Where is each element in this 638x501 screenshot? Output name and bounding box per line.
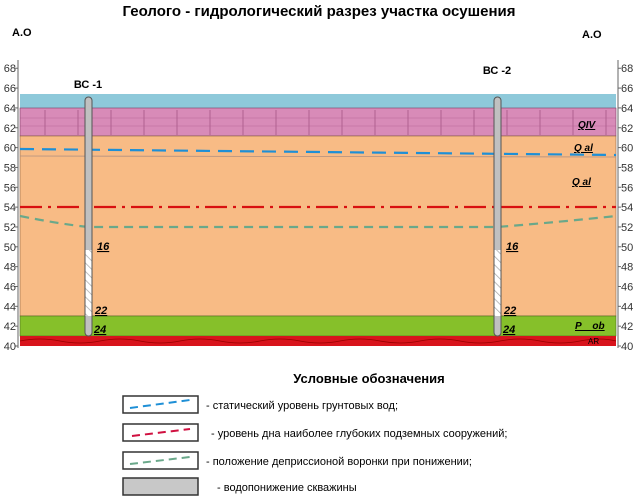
legend-label-well-drawdown: - водопонижение скважины	[217, 482, 357, 494]
static-water-level-line	[19, 147, 617, 157]
well-bc-2: ВС -2 16 22 24	[483, 65, 519, 337]
layer-qiv	[19, 107, 617, 137]
axis-tick-label: 44	[621, 301, 633, 313]
axis-tick-label: 64	[621, 103, 633, 115]
axis-tick-label: 68	[621, 63, 633, 75]
axis-tick-label: 60	[4, 143, 16, 155]
axis-tick-label: 42	[4, 321, 16, 333]
axis-tick-label: 54	[4, 202, 16, 214]
axis-tick-label: 48	[4, 262, 16, 274]
axis-tick-label: 58	[621, 162, 633, 174]
well-bc-1: ВС -1 16 22 24	[74, 79, 110, 337]
layer-ar	[20, 336, 616, 346]
axis-tick-label: 52	[621, 222, 633, 234]
axis-tick-label: 44	[4, 301, 16, 313]
legend-label-static-water: - статический уровень грунтовых вод;	[206, 400, 398, 412]
axis-tick-label: 42	[621, 321, 633, 333]
layer-label-q-al-1: Q al	[574, 143, 593, 154]
diagram-title: Геолого - гидрологический разрез участка…	[122, 3, 515, 20]
layer-topsoil	[20, 94, 616, 108]
axis-label-right: А.О	[582, 29, 602, 41]
axis-tick-label: 46	[4, 281, 16, 293]
well-name: ВС -2	[483, 65, 511, 77]
axis-tick-label: 40	[4, 341, 16, 353]
legend-title: Условные обозначения	[293, 371, 444, 386]
axis-tick-label: 56	[621, 182, 633, 194]
layer-label-p-ob: P ob	[575, 321, 605, 332]
axis-tick-label: 68	[4, 63, 16, 75]
layer-label-ar: AR	[588, 337, 599, 346]
axis-tick-label: 60	[621, 143, 633, 155]
axis-tick-label: 66	[4, 83, 16, 95]
axis-label-left: А.О	[12, 27, 32, 39]
depth-label: 22	[503, 305, 516, 317]
legend: Условные обозначения - статический урове…	[122, 371, 507, 496]
axis-tick-label: 54	[621, 202, 633, 214]
axis-tick-label: 64	[4, 103, 16, 115]
depth-label: 16	[506, 241, 519, 253]
axis-tick-label: 50	[4, 242, 16, 254]
legend-label-deep-structures: - уровень дна наиболее глубоких подземны…	[211, 428, 507, 440]
depression-cone-line	[19, 214, 617, 229]
legend-label-depression-cone: - положение деприссионой воронки при пон…	[206, 456, 472, 468]
layer-label-q-al-2: Q al	[572, 177, 591, 188]
axis-tick-label: 52	[4, 222, 16, 234]
layer-label-qiv: QIV	[578, 120, 597, 131]
depth-label: 22	[94, 305, 107, 317]
axis-tick-label: 56	[4, 182, 16, 194]
depth-label: 24	[502, 324, 515, 336]
axis-tick-label: 62	[4, 123, 16, 135]
axis-tick-label: 40	[621, 341, 633, 353]
axis-tick-label: 62	[621, 123, 633, 135]
depth-label: 16	[97, 241, 110, 253]
well-name: ВС -1	[74, 79, 102, 91]
axis-tick-label: 66	[621, 83, 633, 95]
layer-p-ob	[19, 315, 617, 337]
axis-tick-label: 50	[621, 242, 633, 254]
depth-label: 24	[93, 324, 106, 336]
axis-tick-label: 48	[621, 262, 633, 274]
axis-tick-label: 58	[4, 162, 16, 174]
axis-tick-label: 46	[621, 281, 633, 293]
